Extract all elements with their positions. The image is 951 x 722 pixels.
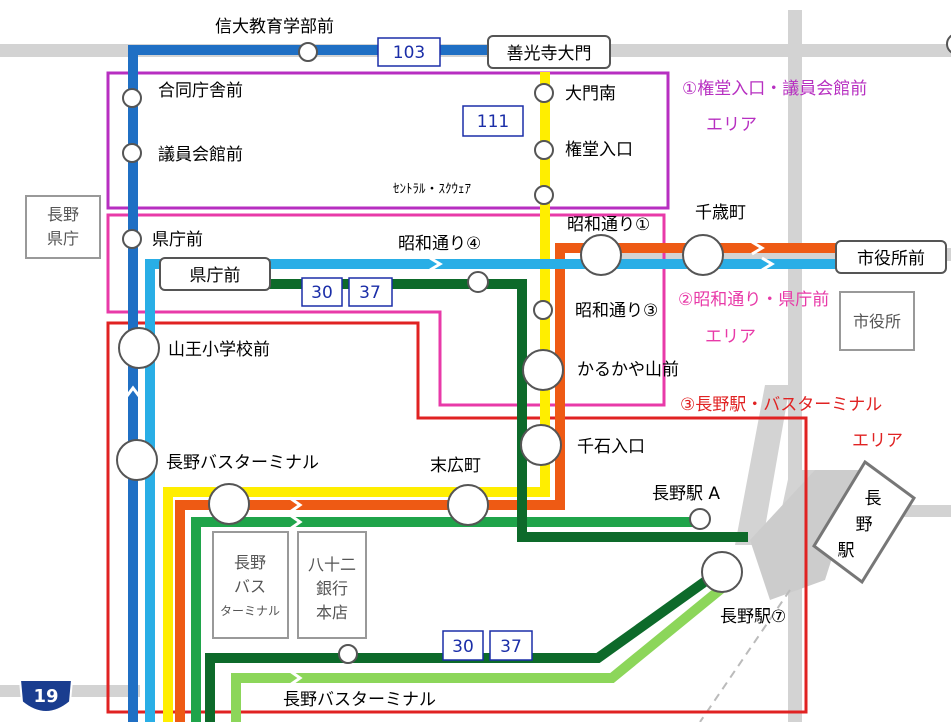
building-city-hall: 市役所 — [839, 291, 915, 351]
stop-box-zenkoji: 善光寺大門 — [487, 35, 611, 69]
stop-marker-showa4 — [467, 271, 489, 293]
area3-label-suffix: エリア — [852, 431, 903, 451]
stop-marker-shindai — [298, 42, 318, 62]
svg-text:長野: 長野 — [234, 553, 266, 572]
stop-label-nagano-a: 長野駅 A — [652, 484, 720, 504]
stop-marker-showa1 — [580, 234, 622, 276]
stop-label-showa4: 昭和通り④ — [398, 234, 481, 254]
svg-text:長: 長 — [865, 489, 882, 509]
stop-label-giin: 議員会館前 — [158, 145, 243, 165]
area-labels: ①権堂入口・議員会館前 エリア ②昭和通り・県庁前 エリア ③長野駅・バスターミ… — [678, 79, 903, 451]
stop-marker-kencho — [122, 229, 142, 249]
svg-text:103: 103 — [393, 43, 425, 63]
stop-marker-suehiro — [447, 484, 489, 526]
building-bus-terminal: 長野 バス ターミナル — [212, 531, 289, 639]
route-number-103: 103 — [377, 37, 441, 67]
stop-marker-sanno — [118, 327, 160, 369]
building-bank: 八十二 銀行 本店 — [297, 531, 367, 639]
area1-label-suffix: エリア — [706, 115, 757, 135]
stop-marker-central — [534, 185, 554, 205]
stop-box-kencho: 県庁前 — [159, 257, 271, 291]
stop-label-godo: 合同庁舎前 — [158, 81, 243, 101]
route-line-darkgreen-upper — [265, 279, 748, 542]
svg-text:30: 30 — [452, 637, 474, 657]
stop-marker-nagano7 — [701, 551, 743, 593]
svg-text:市役所前: 市役所前 — [857, 249, 925, 269]
area2-label: ②昭和通り・県庁前 — [678, 290, 829, 310]
edge-marker — [946, 34, 951, 54]
svg-text:八十二: 八十二 — [308, 555, 356, 574]
stop-markers — [116, 42, 743, 664]
area3-label: ③長野駅・バスターミナル — [680, 395, 882, 415]
route-line-yellow — [163, 72, 550, 722]
stop-label-sengoku: 千石入口 — [577, 437, 645, 457]
area3-box — [106, 321, 808, 714]
svg-text:長野: 長野 — [47, 205, 79, 224]
stop-label-shindai: 信大教育学部前 — [215, 17, 334, 37]
svg-text:19: 19 — [33, 686, 58, 707]
area2-box — [106, 213, 666, 407]
stop-marker-lower — [338, 644, 358, 664]
svg-text:37: 37 — [359, 283, 381, 303]
stop-label-daimon-minami: 大門南 — [565, 84, 616, 104]
route-lines — [128, 45, 840, 722]
svg-text:30: 30 — [311, 283, 333, 303]
svg-text:銀行: 銀行 — [316, 579, 348, 598]
stop-label-showa3: 昭和通り③ — [575, 301, 658, 321]
svg-text:本店: 本店 — [316, 603, 348, 622]
stop-label-karukaya: かるかや山前 — [577, 360, 679, 380]
svg-text:市役所: 市役所 — [853, 312, 901, 331]
stop-marker-daimon-minami — [534, 83, 554, 103]
stop-marker-godo — [122, 88, 142, 108]
stop-label-kencho: 県庁前 — [152, 230, 203, 250]
svg-text:駅: 駅 — [838, 541, 855, 561]
route-number-37-lower: 37 — [489, 630, 533, 661]
stop-marker-nagano-a — [689, 508, 711, 530]
route-line-lightgreen — [231, 571, 742, 722]
svg-text:バス: バス — [234, 577, 266, 596]
stop-label-chitose: 千歳町 — [695, 203, 746, 223]
stop-marker-karukaya — [522, 349, 564, 391]
stop-marker-gondo — [534, 140, 554, 160]
stop-label-sanno: 山王小学校前 — [168, 340, 270, 360]
stop-marker-showa3 — [533, 300, 553, 320]
stop-label-gondo: 権堂入口 — [565, 140, 633, 160]
stop-marker-chitose — [682, 234, 724, 276]
stop-label-bt-upper: 長野バスターミナル — [166, 453, 319, 473]
svg-text:37: 37 — [500, 637, 522, 657]
stop-marker-bt-inner — [208, 483, 250, 525]
route-number-30-lower: 30 — [442, 630, 484, 661]
stop-label-central: ｾﾝﾄﾗﾙ・ｽｸｳｪｱ — [393, 182, 472, 197]
route-number-111: 111 — [462, 105, 524, 137]
stop-label-bt-lower: 長野バスターミナル — [283, 690, 436, 710]
stop-marker-sengoku — [520, 424, 562, 466]
route-number-30-upper: 30 — [301, 277, 343, 307]
stop-label-showa1: 昭和通り① — [567, 215, 650, 235]
area1-box — [106, 71, 670, 210]
building-station: 長 野 駅 — [812, 459, 917, 585]
route-line-green — [191, 517, 700, 722]
stop-box-shiyakusho: 市役所前 — [835, 240, 947, 274]
stop-label-nagano7: 長野駅⑦ — [720, 607, 786, 627]
svg-text:県庁前: 県庁前 — [190, 266, 241, 286]
building-prefecture: 長野 県庁 — [25, 195, 101, 259]
stop-marker-giin — [122, 143, 142, 163]
svg-text:県庁: 県庁 — [47, 229, 79, 248]
route-number-37-upper: 37 — [348, 277, 393, 307]
svg-text:善光寺大門: 善光寺大門 — [507, 44, 592, 64]
stop-labels: 信大教育学部前 合同庁舎前 議員会館前 県庁前 大門南 権堂入口 ｾﾝﾄﾗﾙ・ｽ… — [152, 17, 786, 710]
route-line-darkgreen-lower — [205, 563, 727, 722]
route-19-sign: 19 — [18, 679, 74, 713]
svg-text:野: 野 — [856, 515, 873, 535]
svg-text:ターミナル: ターミナル — [220, 604, 280, 618]
stop-marker-bt-upper — [116, 439, 158, 481]
direction-arrows — [122, 240, 775, 687]
route-line-orange — [175, 243, 840, 722]
stop-label-suehiro: 末広町 — [430, 456, 481, 476]
route-line-blue — [128, 45, 600, 722]
area1-label: ①権堂入口・議員会館前 — [682, 79, 867, 99]
area2-label-suffix: エリア — [705, 327, 756, 347]
svg-text:111: 111 — [477, 112, 509, 132]
